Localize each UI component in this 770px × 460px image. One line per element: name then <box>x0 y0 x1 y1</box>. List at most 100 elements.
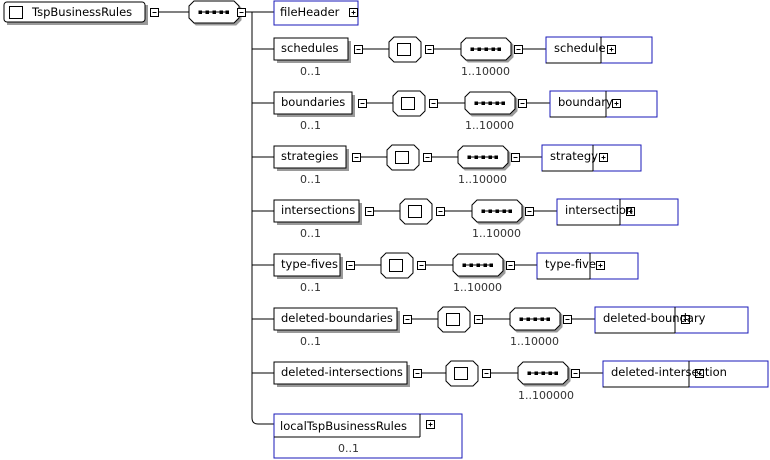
root-element-box[interactable] <box>3 1 148 25</box>
choice-inner <box>395 151 409 164</box>
choice-compositor-icon[interactable] <box>386 144 420 171</box>
choice-compositor-icon[interactable] <box>399 198 433 225</box>
collection-cardinality: 0..1 <box>300 119 321 132</box>
expand-file-header-icon[interactable] <box>349 8 358 17</box>
collection-label: strategies <box>281 149 339 163</box>
choice-inner <box>446 313 460 326</box>
collapse-sequence-icon[interactable] <box>525 207 534 216</box>
collapse-choice-icon[interactable] <box>417 261 426 270</box>
element-box <box>273 145 347 169</box>
child-type-box[interactable] <box>541 144 642 172</box>
collapse-sequence-icon[interactable] <box>506 261 515 270</box>
file-header-label: fileHeader <box>280 5 340 19</box>
collection-label: type-fives <box>281 257 338 271</box>
choice-inner <box>408 205 422 218</box>
sequence-dot <box>470 47 474 51</box>
element-box <box>273 37 349 61</box>
choice-inner <box>397 43 411 56</box>
expand-child-icon[interactable] <box>612 99 621 108</box>
child-element-label: intersection <box>565 203 634 217</box>
collapse-choice-icon[interactable] <box>425 45 434 54</box>
collapse-sequence-icon[interactable] <box>571 369 580 378</box>
sequence-compositor-icon[interactable] <box>517 361 571 387</box>
collection-element-box[interactable] <box>273 37 351 63</box>
choice-compositor-icon[interactable] <box>437 306 471 333</box>
collection-cardinality: 0..1 <box>300 227 321 240</box>
choice-inner <box>389 259 403 272</box>
collapse-collection-icon[interactable] <box>403 315 412 324</box>
child-cardinality: 1..10000 <box>461 65 510 78</box>
child-element-label: schedule <box>554 41 606 55</box>
choice-compositor-icon[interactable] <box>445 360 479 387</box>
choice-compositor-icon[interactable] <box>388 36 422 63</box>
collapse-choice-icon[interactable] <box>423 153 432 162</box>
expand-child-icon[interactable] <box>681 315 690 324</box>
collapse-collection-icon[interactable] <box>365 207 374 216</box>
collapse-choice-icon[interactable] <box>429 99 438 108</box>
child-type-box[interactable] <box>549 90 658 118</box>
element-box <box>536 252 639 280</box>
sequence-dot <box>205 10 209 14</box>
choice-compositor-icon[interactable] <box>380 252 414 279</box>
collection-element-box[interactable] <box>273 361 410 387</box>
collection-element-box[interactable] <box>273 145 349 171</box>
collapse-root-icon[interactable] <box>150 8 159 17</box>
child-cardinality: 1..100000 <box>518 389 574 402</box>
collection-element-box[interactable] <box>273 199 362 225</box>
sequence-compositor-icon[interactable] <box>452 253 506 279</box>
element-box <box>273 361 408 385</box>
root-sequence-icon[interactable] <box>188 0 242 26</box>
element-box <box>556 198 679 226</box>
collapse-sequence-icon[interactable] <box>518 99 527 108</box>
collapse-collection-icon[interactable] <box>346 261 355 270</box>
collection-cardinality: 0..1 <box>300 173 321 186</box>
collapse-sequence-icon[interactable] <box>514 45 523 54</box>
sequence-dot <box>212 10 216 14</box>
choice-inner <box>454 367 468 380</box>
sequence-compositor-icon[interactable] <box>457 145 511 171</box>
sequence-compositor-icon[interactable] <box>460 37 514 63</box>
collapse-collection-icon[interactable] <box>352 153 361 162</box>
collection-label: schedules <box>281 41 339 55</box>
expand-child-icon[interactable] <box>599 153 608 162</box>
sequence-dot <box>497 47 501 51</box>
collapse-collection-icon[interactable] <box>413 369 422 378</box>
sequence-compositor-icon[interactable] <box>464 91 518 117</box>
sequence-dot <box>526 317 530 321</box>
child-type-box[interactable] <box>602 360 769 388</box>
element-box <box>594 306 749 334</box>
expand-child-icon[interactable] <box>596 261 605 270</box>
sequence-dot <box>198 10 202 14</box>
collapse-choice-icon[interactable] <box>436 207 445 216</box>
collapse-choice-icon[interactable] <box>482 369 491 378</box>
sequence-compositor-icon[interactable] <box>509 307 563 333</box>
collection-element-box[interactable] <box>273 91 355 117</box>
collapse-collection-icon[interactable] <box>358 99 367 108</box>
collapse-sequence-icon[interactable] <box>237 8 246 17</box>
child-type-box[interactable] <box>594 306 749 334</box>
collapse-choice-icon[interactable] <box>474 315 483 324</box>
child-type-box[interactable] <box>556 198 679 226</box>
root-label: TspBusinessRules <box>32 5 133 19</box>
child-element-label: type-five <box>545 257 596 271</box>
expand-child-icon[interactable] <box>607 45 616 54</box>
collapse-sequence-icon[interactable] <box>563 315 572 324</box>
choice-compositor-icon[interactable] <box>392 90 426 117</box>
sequence-dot <box>462 263 466 267</box>
collection-element-box[interactable] <box>273 307 400 333</box>
sequence-dot <box>467 155 471 159</box>
element-box <box>541 144 642 172</box>
element-box <box>273 253 341 277</box>
sequence-dot <box>219 10 223 14</box>
sequence-compositor-icon[interactable] <box>471 199 525 225</box>
expand-local-rules-icon[interactable] <box>426 420 435 429</box>
collection-label: intersections <box>281 203 356 217</box>
collection-element-box[interactable] <box>273 253 343 279</box>
sequence-dot <box>481 209 485 213</box>
child-type-box[interactable] <box>536 252 639 280</box>
sequence-dot <box>477 47 481 51</box>
collapse-sequence-icon[interactable] <box>511 153 520 162</box>
expand-child-icon[interactable] <box>626 207 635 216</box>
collapse-collection-icon[interactable] <box>354 45 363 54</box>
expand-child-icon[interactable] <box>695 369 704 378</box>
